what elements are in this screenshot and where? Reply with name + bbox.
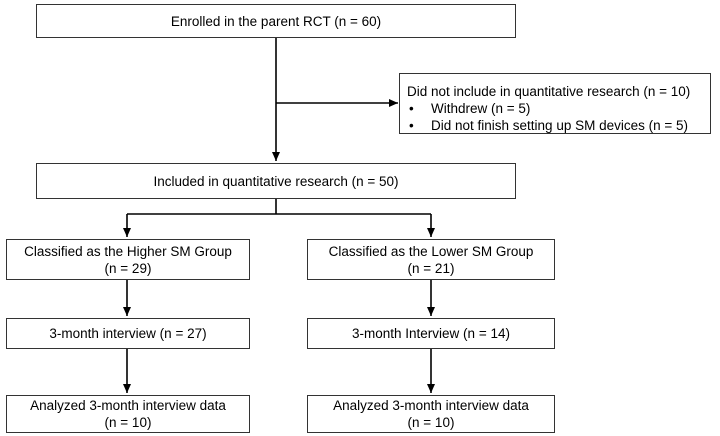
higher-interview-box: 3-month interview (n = 27) <box>6 318 250 349</box>
lower-group-box: Classified as the Lower SM Group (n = 21… <box>307 239 555 280</box>
lower-analyzed-count: (n = 10) <box>407 415 455 430</box>
excluded-title: Did not include in quantitative research… <box>407 84 691 99</box>
lower-analyzed-label: Analyzed 3-month interview data <box>333 398 529 413</box>
included-box: Included in quantitative research (n = 5… <box>36 163 516 199</box>
lower-interview-text: 3-month Interview (n = 14) <box>352 326 510 341</box>
bullet-marker: • <box>409 118 414 133</box>
excluded-item-text: Withdrew (n = 5) <box>431 101 531 116</box>
higher-group-label: Classified as the Higher SM Group <box>24 243 232 259</box>
excluded-item: • Withdrew (n = 5) <box>407 100 710 117</box>
higher-analyzed-label: Analyzed 3-month interview data <box>30 398 226 413</box>
enrolled-box: Enrolled in the parent RCT (n = 60) <box>36 4 516 38</box>
enrolled-text: Enrolled in the parent RCT (n = 60) <box>170 13 382 29</box>
higher-interview-text: 3-month interview (n = 27) <box>49 326 207 341</box>
included-text: Included in quantitative research (n = 5… <box>153 173 399 189</box>
lower-group-count: (n = 21) <box>407 260 455 276</box>
lower-analyzed-box: Analyzed 3-month interview data (n = 10) <box>307 395 555 433</box>
bullet-marker: • <box>409 101 414 116</box>
higher-group-box: Classified as the Higher SM Group (n = 2… <box>6 239 250 280</box>
higher-group-count: (n = 29) <box>104 260 152 276</box>
lower-interview-box: 3-month Interview (n = 14) <box>307 318 555 349</box>
higher-analyzed-count: (n = 10) <box>104 415 152 430</box>
excluded-item: • Did not finish setting up SM devices (… <box>407 117 710 134</box>
excluded-box: Did not include in quantitative research… <box>399 73 711 134</box>
lower-group-label: Classified as the Lower SM Group <box>328 243 534 259</box>
excluded-item-text: Did not finish setting up SM devices (n … <box>431 118 689 133</box>
higher-analyzed-box: Analyzed 3-month interview data (n = 10) <box>6 395 250 433</box>
